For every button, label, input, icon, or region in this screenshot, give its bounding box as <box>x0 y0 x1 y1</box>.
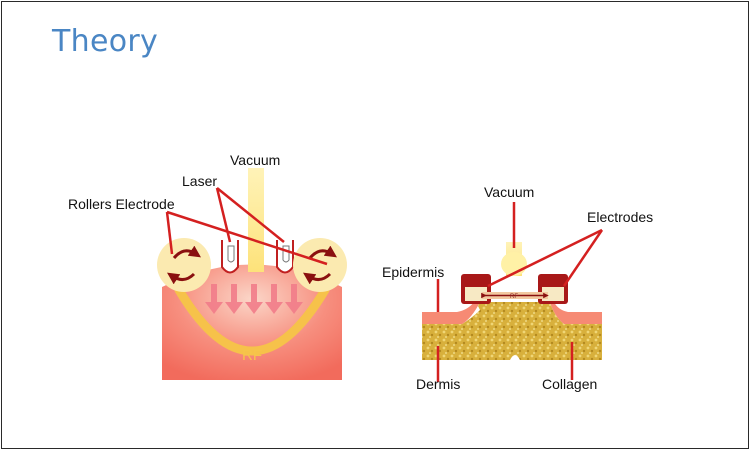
epidermis-label: Epidermis <box>382 264 444 280</box>
vacuum-label: Vacuum <box>484 184 534 200</box>
roller-electrode-right <box>293 238 347 292</box>
rf-label: RF <box>242 347 262 364</box>
vacuum-label: Vacuum <box>230 152 280 168</box>
rf-label: RF <box>510 294 518 300</box>
rf-arc <box>174 285 330 356</box>
dermis-layer <box>422 302 602 360</box>
laser-label: Laser <box>182 173 217 189</box>
page-title: Theory <box>52 24 159 59</box>
electrode-right <box>538 274 568 304</box>
roller-electrode-left <box>157 238 211 292</box>
left-diagram: RF <box>68 152 347 380</box>
pointer-lines <box>165 187 328 266</box>
pointer-lines <box>436 202 604 382</box>
rollers-electrode-label: Rollers Electrode <box>68 196 175 212</box>
laser-emitter <box>276 240 294 274</box>
right-diagram: RF Vacuum Electrodes Epidermis Dermis Co… <box>382 184 653 392</box>
collagen-label: Collagen <box>542 376 597 392</box>
laser-emitter <box>221 240 239 274</box>
laser-arrows <box>205 284 303 314</box>
electrodes-label: Electrodes <box>587 209 653 225</box>
epidermis-layer <box>550 294 602 324</box>
epidermis-layer <box>422 294 480 324</box>
electrode-left <box>461 274 491 304</box>
dermis-label: Dermis <box>416 376 460 392</box>
